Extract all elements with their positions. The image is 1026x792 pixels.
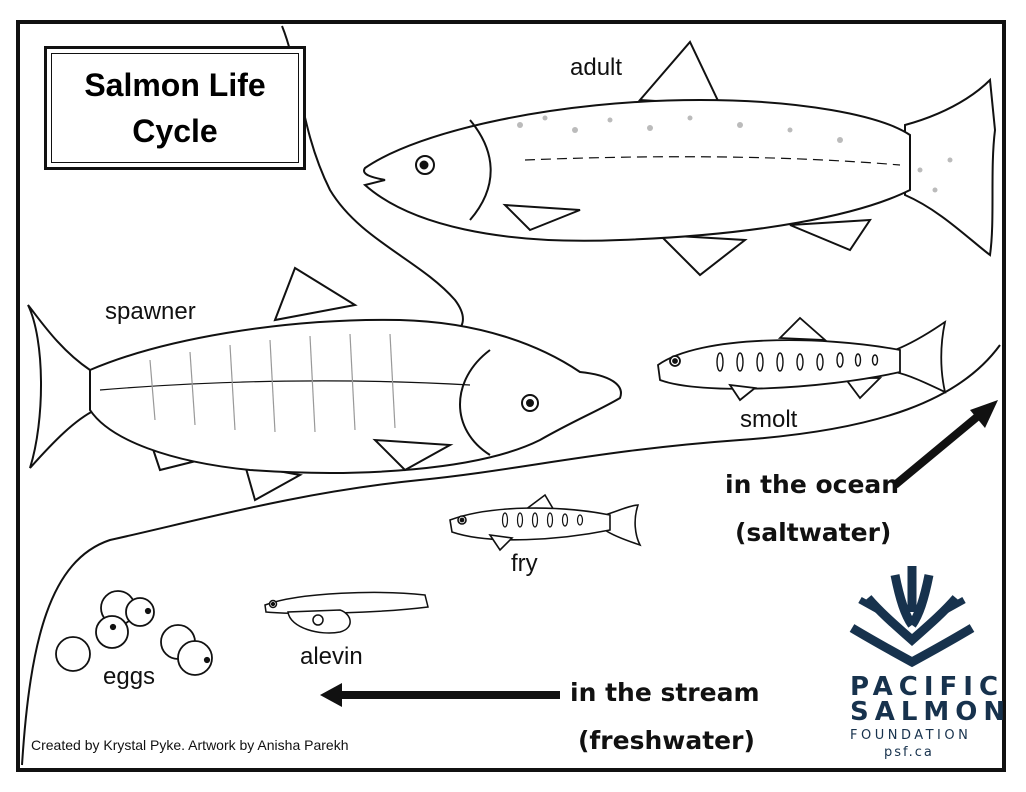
stream-label: in the stream: [570, 678, 760, 707]
spawner-bars: [149, 333, 396, 433]
logo-text-salmon: SALMON: [850, 697, 1012, 727]
smolt-salmon: [657, 316, 947, 402]
ocean-arrow: [892, 400, 998, 489]
label-alevin: alevin: [300, 643, 363, 670]
title-box: Salmon Life Cycle: [44, 46, 306, 170]
spawner-body: [89, 318, 622, 474]
adult-dorsal-fin: [637, 40, 722, 107]
logo-text-url: psf.ca: [884, 745, 934, 760]
label-smolt: smolt: [740, 406, 798, 433]
stream-bank-curve: [21, 344, 1001, 766]
label-fry: fry: [511, 550, 538, 577]
smolt-parr-marks: [716, 352, 879, 372]
spawner-hump-fin: [273, 266, 358, 322]
alevin-salmon: [264, 591, 429, 634]
spawner-salmon: [27, 266, 622, 502]
ocean-label: in the ocean: [725, 470, 900, 499]
freshwater-label: (freshwater): [578, 726, 755, 755]
adult-anal-fin: [657, 233, 748, 277]
logo-text-pacific: PACIFIC: [850, 672, 1005, 702]
adult-salmon: [362, 40, 997, 277]
credit-line: Created by Krystal Pyke. Artwork by Anis…: [31, 737, 349, 753]
stream-arrow: [320, 683, 560, 707]
spawner-pectoral-fin: [372, 438, 454, 472]
psf-logo-icon: [849, 566, 975, 668]
adult-tail-fin: [904, 77, 997, 257]
fry-salmon: [449, 493, 642, 552]
page-title: Salmon Life Cycle: [84, 66, 266, 149]
adult-pectoral-fin: [502, 203, 581, 232]
spawner-tail-fin: [27, 304, 97, 469]
adult-pelvic-fin: [789, 218, 872, 252]
page-frame: [16, 20, 1006, 772]
label-eggs: eggs: [103, 663, 156, 690]
label-adult: adult: [570, 54, 623, 81]
fry-parr-marks: [501, 512, 584, 528]
title-inner-frame: Salmon Life Cycle: [51, 53, 299, 163]
salmon-eggs: [55, 590, 213, 676]
logo-text-foundation: FOUNDATION: [850, 728, 972, 743]
adult-body: [362, 98, 911, 242]
adult-spots: [517, 115, 953, 193]
saltwater-label: (saltwater): [735, 518, 892, 547]
label-spawner: spawner: [105, 298, 196, 325]
